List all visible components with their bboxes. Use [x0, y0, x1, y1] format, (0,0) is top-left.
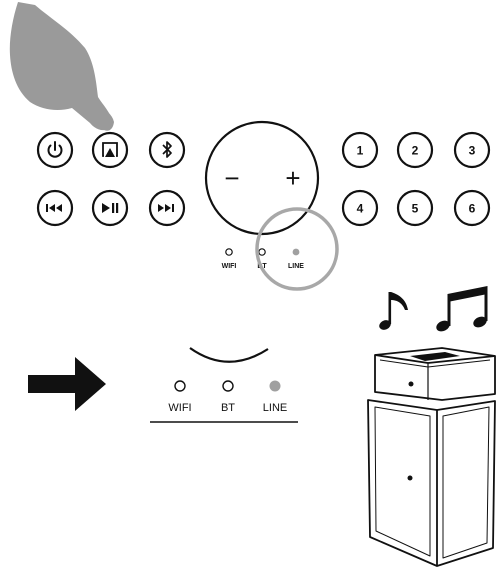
preset-button-4[interactable]: 4: [341, 189, 379, 227]
next-track-icon: [158, 204, 174, 212]
zoom-line-led: [269, 380, 281, 392]
svg-text:6: 6: [469, 202, 476, 216]
zoom-wifi-label: WIFI: [168, 402, 191, 414]
zoom-bt-led: [222, 380, 234, 392]
preset-button-2[interactable]: 2: [396, 131, 434, 169]
play-pause-button[interactable]: [91, 189, 129, 227]
volume-down-label[interactable]: −: [224, 163, 239, 193]
source-input-icon: [102, 142, 118, 157]
line-led: [292, 248, 300, 256]
right-arrow-icon: [28, 357, 106, 411]
svg-text:2: 2: [412, 144, 419, 158]
eighth-note-icon: [379, 292, 408, 330]
bt-led: [258, 248, 266, 256]
preset-button-3[interactable]: 3: [453, 131, 491, 169]
power-icon: [47, 141, 63, 158]
svg-text:4: 4: [357, 202, 364, 216]
previous-button[interactable]: [36, 189, 74, 227]
zoom-bt-label: BT: [221, 402, 235, 414]
zoomed-indicator-panel: WIFI BT LINE: [150, 347, 298, 423]
zoom-line-label: LINE: [263, 402, 287, 414]
volume-up-label[interactable]: +: [285, 163, 300, 193]
highlight-ring: [255, 207, 339, 291]
wifi-led: [225, 248, 233, 256]
knob-edge-arc: [189, 347, 269, 363]
svg-text:3: 3: [469, 144, 476, 158]
beamed-notes-icon: [436, 286, 488, 332]
line-label: LINE: [288, 263, 304, 270]
play-pause-icon: [102, 203, 119, 213]
zoom-wifi-led: [174, 380, 186, 392]
bluetooth-button[interactable]: [148, 131, 186, 169]
preset-button-6[interactable]: 6: [453, 189, 491, 227]
bluetooth-icon: [162, 141, 172, 158]
power-button[interactable]: [36, 131, 74, 169]
preset-button-1[interactable]: 1: [341, 131, 379, 169]
fingertip: [94, 108, 114, 131]
wifi-label: WIFI: [222, 263, 237, 270]
svg-text:1: 1: [357, 144, 364, 158]
speaker-illustration: [367, 347, 496, 567]
next-button[interactable]: [148, 189, 186, 227]
pointing-hand-icon: [9, 2, 112, 131]
source-button[interactable]: [91, 131, 129, 169]
svg-text:5: 5: [412, 202, 419, 216]
volume-knob[interactable]: − +: [204, 120, 320, 236]
previous-track-icon: [46, 204, 62, 212]
preset-button-5[interactable]: 5: [396, 189, 434, 227]
